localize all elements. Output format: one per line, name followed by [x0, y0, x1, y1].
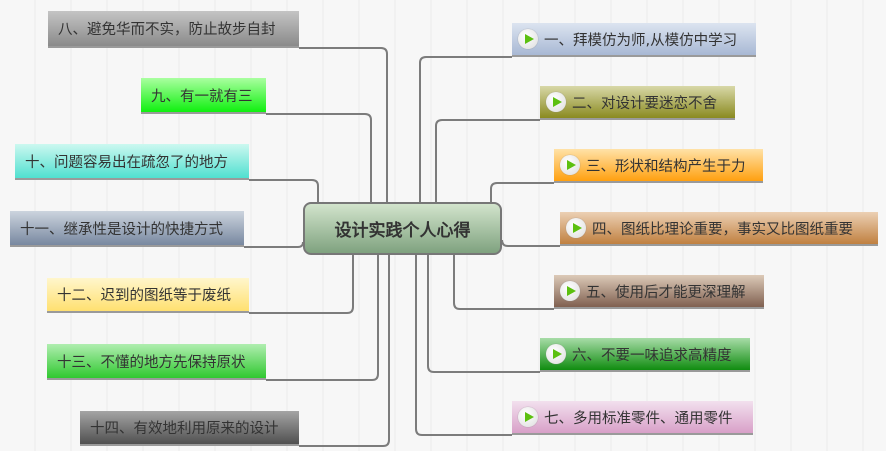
- topic-3[interactable]: 三、形状和结构产生于力: [554, 149, 763, 183]
- topic-7[interactable]: 七、多用标准零件、通用零件: [512, 401, 753, 435]
- link-14: [299, 255, 390, 447]
- topic-12[interactable]: 十二、迟到的图纸等于废纸: [47, 278, 249, 313]
- topic-9[interactable]: 九、有一就有三: [141, 78, 266, 114]
- link-8: [299, 47, 388, 202]
- link-11: [244, 241, 304, 248]
- topic-6[interactable]: 六、不要一味追求高精度: [540, 338, 750, 372]
- link-7: [415, 255, 512, 436]
- link-6: [427, 255, 540, 373]
- topic-11[interactable]: 十一、继承性是设计的快捷方式: [10, 211, 244, 247]
- central-topic[interactable]: 设计实践个人心得: [303, 202, 502, 255]
- link-9: [266, 113, 372, 202]
- topic-label: 一、拜模仿为师,从模仿中学习: [544, 32, 738, 49]
- topic-label: 七、多用标准零件、通用零件: [544, 410, 733, 427]
- topic-label: 四、图纸比理论重要，事实又比图纸重要: [592, 221, 853, 238]
- topic-13[interactable]: 十三、不懂的地方先保持原状: [47, 344, 266, 380]
- topic-label: 十、问题容易出在疏忽了的地方: [25, 154, 228, 171]
- topic-label: 十三、不懂的地方先保持原状: [57, 354, 246, 371]
- link-10: [249, 179, 319, 202]
- play-icon[interactable]: [518, 29, 538, 49]
- topic-14[interactable]: 十四、有效地利用原来的设计: [80, 411, 299, 446]
- topic-10[interactable]: 十、问题容易出在疏忽了的地方: [15, 144, 249, 180]
- topic-8[interactable]: 八、避免华而不实，防止故步自封: [48, 11, 299, 48]
- topic-label: 二、对设计要迷恋不舍: [572, 95, 717, 112]
- topic-4[interactable]: 四、图纸比理论重要，事实又比图纸重要: [560, 212, 878, 246]
- central-topic-label: 设计实践个人心得: [334, 221, 471, 241]
- play-icon[interactable]: [566, 218, 586, 238]
- topic-label: 九、有一就有三: [151, 88, 253, 105]
- play-icon[interactable]: [560, 155, 580, 175]
- link-4: [501, 239, 560, 247]
- topic-label: 六、不要一味追求高精度: [572, 347, 732, 364]
- play-icon[interactable]: [546, 344, 566, 364]
- topic-label: 五、使用后才能更深理解: [586, 284, 746, 301]
- topic-label: 十四、有效地利用原来的设计: [90, 421, 279, 437]
- play-icon[interactable]: [560, 281, 580, 301]
- link-13: [266, 255, 379, 381]
- topic-label: 十一、继承性是设计的快捷方式: [20, 221, 223, 238]
- play-icon[interactable]: [518, 407, 538, 427]
- topic-5[interactable]: 五、使用后才能更深理解: [554, 275, 764, 309]
- link-1: [419, 56, 512, 202]
- link-5: [453, 255, 554, 310]
- topic-label: 三、形状和结构产生于力: [586, 158, 746, 175]
- topic-label: 十二、迟到的图纸等于废纸: [57, 288, 231, 304]
- link-12: [249, 255, 354, 314]
- play-icon[interactable]: [546, 92, 566, 112]
- link-3: [490, 182, 554, 202]
- topic-1[interactable]: 一、拜模仿为师,从模仿中学习: [512, 23, 756, 57]
- link-2: [435, 119, 540, 202]
- topic-label: 八、避免华而不实，防止故步自封: [58, 22, 276, 38]
- topic-2[interactable]: 二、对设计要迷恋不舍: [540, 86, 735, 120]
